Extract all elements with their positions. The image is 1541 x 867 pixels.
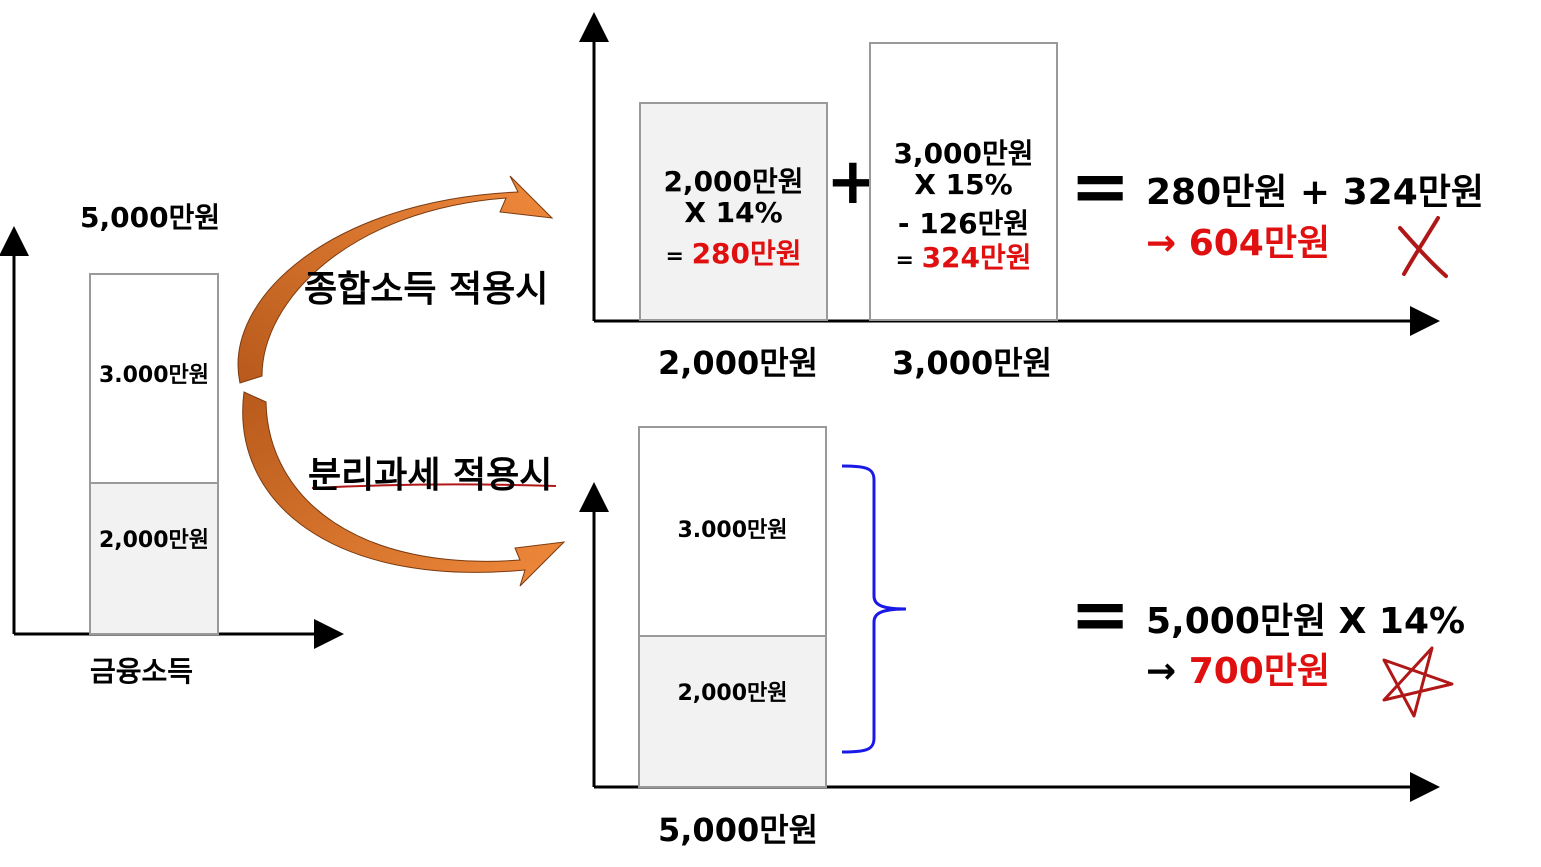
comprehensive-label: 종합소득 적용시 <box>304 269 549 310</box>
top-box2-value: 324만원 <box>921 241 1032 274</box>
bottom-axis-label: 5,000만원 <box>658 811 819 849</box>
top-box-2000: 2,000만원 X 14% = 280만원 <box>639 102 828 321</box>
top-equals: = <box>1070 144 1131 228</box>
bottom-upper-label: 3.000만원 <box>677 518 788 543</box>
top-box2-line2: X 15% <box>914 168 1013 201</box>
top-axis-label-2: 3,000만원 <box>892 344 1053 382</box>
bottom-lower-label: 2,000만원 <box>677 681 788 706</box>
top-box1-value: 280만원 <box>691 237 802 270</box>
left-upper-label: 3.000만원 <box>98 363 210 388</box>
bottom-result-arrow: → <box>1146 651 1189 692</box>
brace-icon <box>841 464 907 754</box>
bottom-result-line2: → 700만원 <box>1146 642 1330 694</box>
top-result-arrow: → <box>1146 223 1189 264</box>
separate-label: 분리과세 적용시 <box>308 455 553 496</box>
left-total-label: 5,000만원 <box>80 201 221 234</box>
left-axis-label: 금융소득 <box>90 655 194 688</box>
curved-arrow-up-icon <box>237 175 554 384</box>
top-result-value: 604만원 <box>1188 223 1331 264</box>
bottom-upper-segment: 3.000만원 <box>638 426 827 638</box>
curved-arrow-down-icon <box>242 391 566 587</box>
top-box-3000: 3,000만원 X 15% - 126만원 = 324만원 <box>869 42 1058 321</box>
star-mark-icon <box>1382 646 1454 718</box>
top-box2-line4: = 324만원 <box>871 236 1056 276</box>
bottom-lower-segment: 2,000만원 <box>638 635 827 788</box>
top-box1-line2: X 14% <box>684 196 783 229</box>
bottom-result-value: 700만원 <box>1188 651 1331 692</box>
top-axes <box>579 12 1440 336</box>
x-mark-icon <box>1398 216 1448 278</box>
top-box1-line3: = 280만원 <box>641 232 826 272</box>
top-result-line2: → 604만원 <box>1146 214 1330 266</box>
top-box1-line1: 2,000만원 <box>663 165 804 198</box>
top-result-formula: 280만원 + 324만원 <box>1146 172 1485 213</box>
top-box2-eq: = <box>895 248 922 273</box>
separate-underline <box>311 483 557 489</box>
top-box1-eq: = <box>665 244 692 269</box>
bottom-equals: = <box>1070 572 1131 656</box>
bottom-result-formula: 5,000만원 X 14% <box>1146 601 1466 642</box>
top-box2-line1: 3,000만원 <box>893 137 1034 170</box>
top-axis-label-1: 2,000만원 <box>658 344 819 382</box>
left-lower-segment: 2,000만원 <box>89 482 219 635</box>
left-upper-segment: 3.000만원 <box>89 273 219 485</box>
top-box2-line3: - 126만원 <box>897 207 1030 240</box>
left-lower-label: 2,000만원 <box>98 528 210 553</box>
